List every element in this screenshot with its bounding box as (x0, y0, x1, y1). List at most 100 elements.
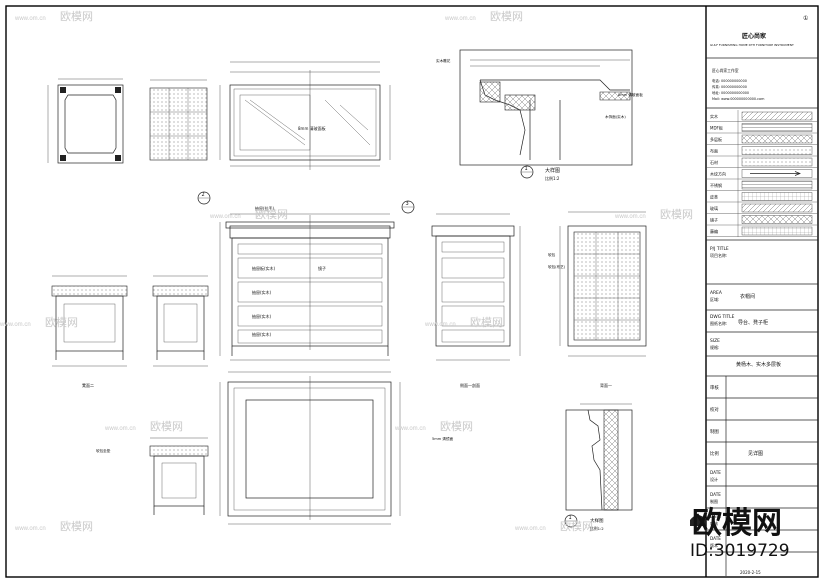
material-row: MDF板 (706, 123, 818, 134)
handle-note: 抽屉(拉手) (255, 205, 275, 211)
watermark-brand: 欧模网 (45, 316, 78, 329)
section-marker-icon: 2 (197, 191, 211, 205)
material-swatch (741, 226, 813, 236)
contact-line-0: 电话: 000000000000 (712, 78, 747, 83)
stool-seat-label: 软包坐垫 (96, 448, 111, 453)
material-label: 石材 (710, 159, 718, 165)
detail-b-title: 大样图 (590, 517, 604, 524)
dwg-title-label: DWG TITLE (710, 314, 735, 320)
material-row: 实木 (706, 111, 818, 122)
section-note-carving: 实木雕花 (436, 58, 451, 63)
material-label: 不锈钢 (710, 182, 722, 188)
side-elev-title: 侧面一剖面 (460, 382, 480, 388)
detail-a-title: 大样图 (545, 167, 560, 174)
watermark-brand: 欧模网 (470, 316, 503, 329)
material-swatch (741, 215, 813, 224)
material-value: 黄杨木、实木多层板 (736, 361, 781, 368)
stool-front-elevation (51, 275, 128, 367)
material-swatch (741, 192, 813, 201)
pj-title-label: P/J TITLE (710, 246, 729, 252)
watermark-brand: 欧模网 (150, 420, 183, 433)
section-note-veneer: 木饰面(实木) (605, 114, 626, 119)
material-swatch (741, 180, 813, 190)
sofa-logo-icon (690, 515, 706, 526)
watermark-url: www.om.cn (444, 16, 476, 22)
date-row-cn: 版本 (710, 542, 718, 548)
approval-row-value: 见详图 (748, 450, 763, 457)
watermark-url: www.om.cn (209, 214, 241, 220)
svg-text:2: 2 (202, 192, 205, 198)
small-table-plan (47, 78, 124, 164)
material-label: 多层板 (710, 136, 722, 142)
section-marker-icon: 1 (520, 165, 534, 179)
mirror-side-label: 5mm 清镜面 (432, 436, 454, 441)
date-row-en: DATE (710, 536, 721, 541)
material-row: 皮革 (706, 192, 818, 203)
area-value: 衣帽间 (740, 293, 755, 300)
watermark-url: www.om.cn (394, 426, 426, 432)
approval-row-label: 比例 (710, 450, 719, 457)
back-note: 软包(布艺) (548, 264, 566, 269)
material-row: 镜子 (706, 215, 818, 226)
date-row-en: DATE (710, 514, 721, 519)
dresser-plan (219, 61, 391, 170)
drawer-label-c: 抽屉(实木) (252, 313, 272, 319)
pj-title-label-cn: 项目名称: (710, 252, 727, 258)
watermark-brand-large: 欧模网 (692, 506, 782, 541)
watermark-url: www.om.cn (104, 426, 136, 432)
approval-row: 制图 (706, 428, 818, 443)
approval-row-label: 校对 (710, 406, 719, 413)
bottom-section-detail (565, 403, 633, 511)
area-label: AREA (710, 290, 722, 296)
drawer-label-a: 抽屉板(实木) (252, 265, 276, 271)
watermark: 欧模网 www.om.cn (104, 420, 183, 433)
date-row-en: DATE (710, 492, 721, 497)
dresser-front-elevation (219, 213, 395, 361)
svg-text:3: 3 (406, 201, 409, 207)
watermark: 欧模网 www.om.cn (424, 316, 503, 329)
material-label: 藤编 (710, 228, 718, 234)
material-swatch (741, 203, 813, 213)
back-elev-title: 背面一 (600, 382, 612, 388)
watermark-url: www.om.cn (424, 322, 456, 328)
material-swatch (741, 134, 813, 144)
material-label: 玻璃 (710, 205, 718, 211)
company-name-en: GULF FURNISHING HOME DTH FURNITURE INSTR… (710, 43, 794, 47)
svg-text:1: 1 (525, 166, 528, 172)
material-row: 石材 (706, 157, 818, 168)
watermark-url: www.om.cn (0, 322, 31, 328)
size-label: SIZE (710, 338, 720, 344)
back-elevation (559, 211, 647, 357)
approval-row-label: 制图 (710, 428, 719, 435)
dwg-title-label-cn: 图纸名称: (710, 320, 727, 326)
watermark-brand: 欧模网 (660, 208, 693, 221)
title-block: ① 匠心尚家 GULF FURNISHING HOME DTH FURNITUR… (706, 15, 818, 109)
watermark-brand: 欧模网 (60, 520, 93, 533)
material-row: 木纹方向 (706, 169, 818, 180)
material-swatch (741, 123, 813, 132)
watermark-url: www.om.cn (514, 526, 546, 532)
date-row-cn: 制图 (710, 498, 718, 504)
back-cushion-label: 软包 (548, 252, 556, 257)
material-swatch (741, 157, 813, 167)
material-row: 不锈钢 (706, 180, 818, 191)
watermark-layer: 欧模网 www.om.cn 欧模网 www.om.cn 欧模网 www.om.cn 欧模网 w… (0, 10, 693, 533)
approval-row: 审核 (706, 384, 818, 399)
date-value: 2020-2-15 (740, 570, 761, 575)
top-glass-label: 8mm 清玻面板 (298, 125, 326, 131)
contact-line-1: 传真: 000000000000 (712, 84, 747, 89)
material-swatch (741, 146, 813, 155)
material-row: 玻璃 (706, 203, 818, 214)
drawer-label-d: 抽屉(实木) (252, 331, 272, 337)
